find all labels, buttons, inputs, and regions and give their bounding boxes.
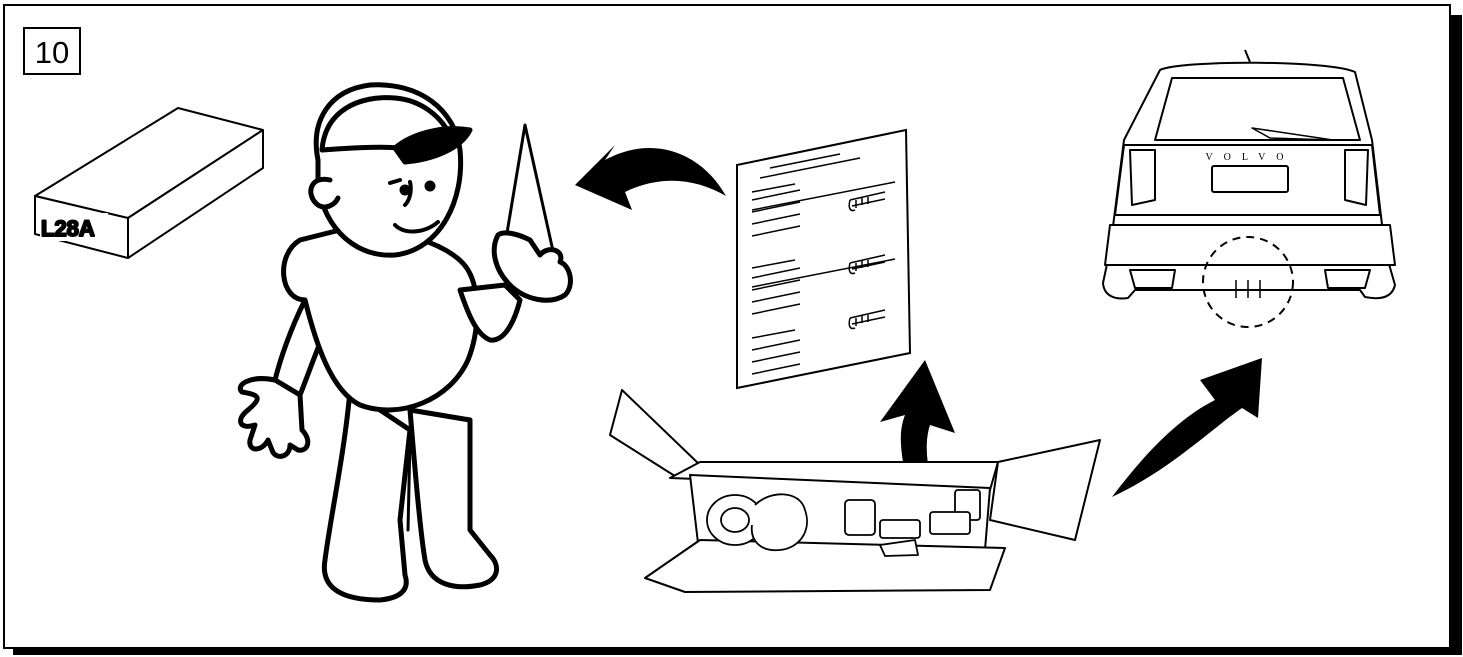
package-box-label: L28A xyxy=(41,216,95,241)
step-number-box: 10 xyxy=(24,28,80,74)
instruction-document xyxy=(737,130,910,388)
car-brand-badge: VOLVO xyxy=(1205,152,1294,163)
step-number: 10 xyxy=(35,35,69,70)
